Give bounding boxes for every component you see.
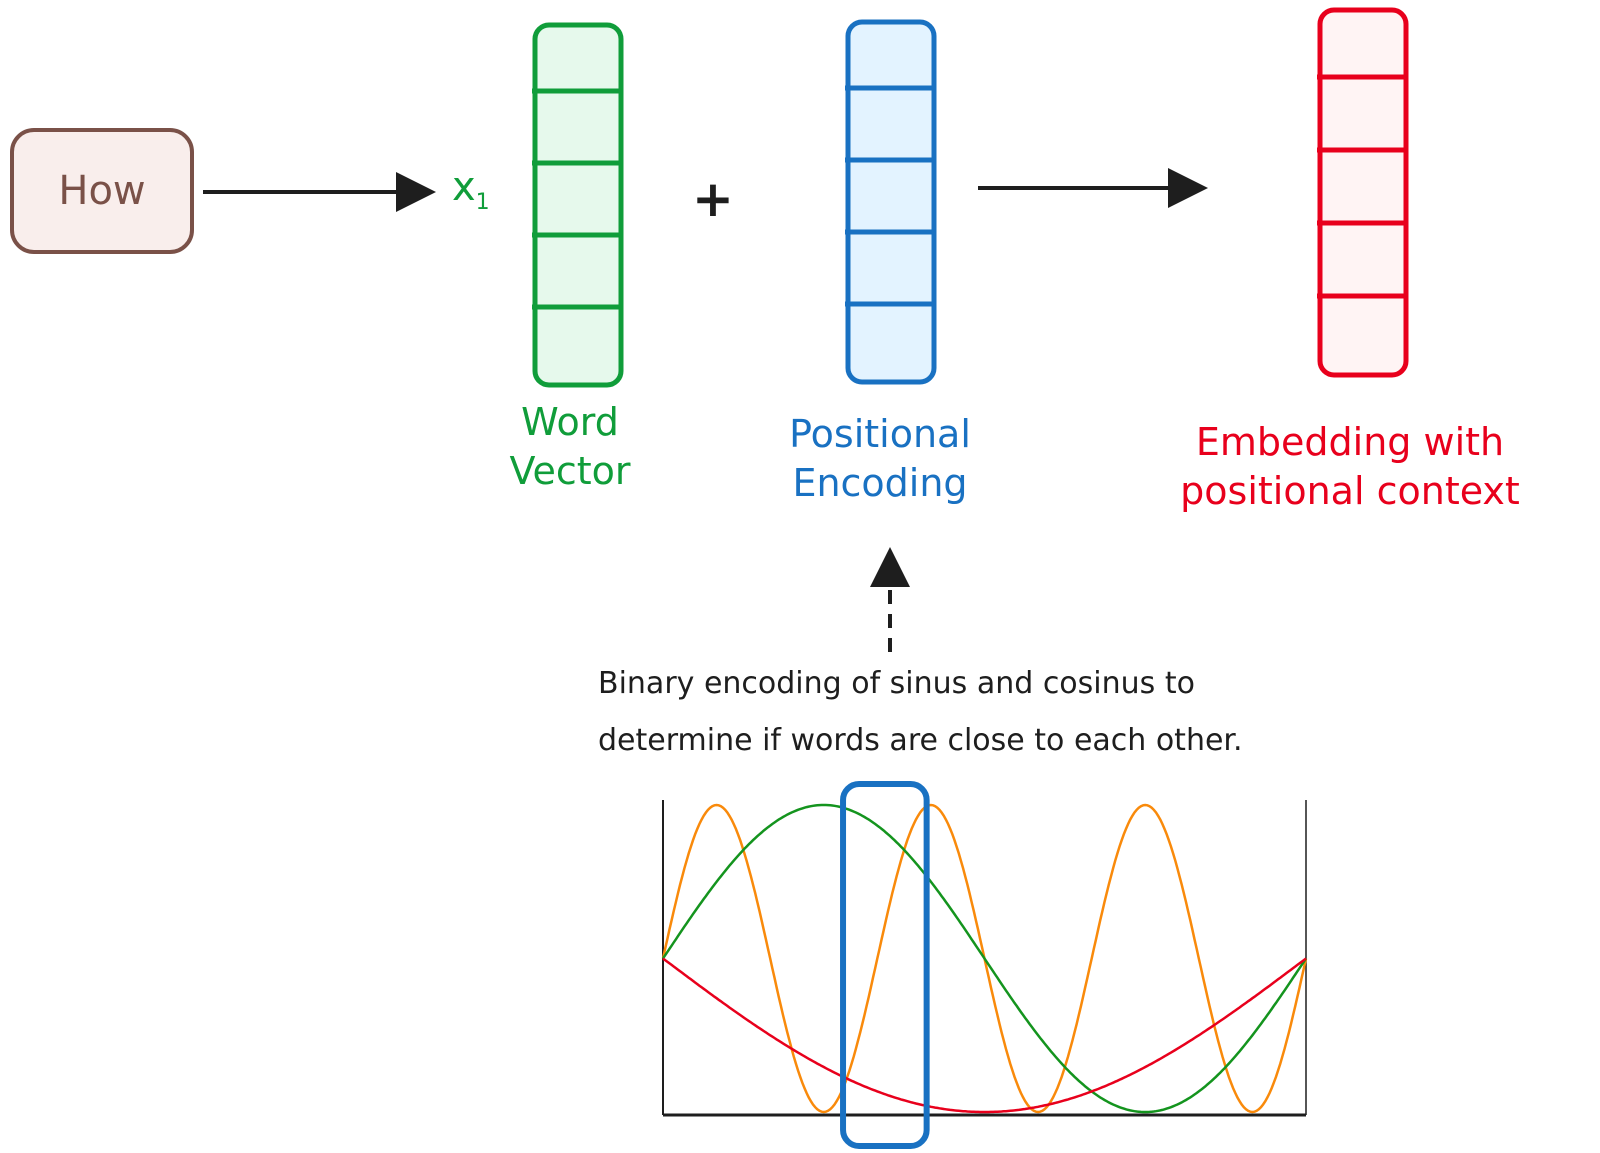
word-vector-label: Word Vector — [470, 398, 670, 497]
word-vector-label-line: Vector — [509, 449, 631, 494]
embedding-label-line: Embedding with — [1195, 420, 1505, 464]
vector-outline — [845, 19, 937, 385]
embedding-vector — [1317, 7, 1409, 378]
vector-outline — [1317, 7, 1409, 378]
embedding-label-line: positional context — [1180, 469, 1520, 514]
series-line-medium-frequency — [661, 803, 1308, 1114]
positional-encoding-label-line: Positional — [789, 412, 971, 456]
word-vector-label-line: Word — [521, 400, 619, 444]
input-symbol-base: x — [452, 164, 476, 210]
series-line-low-frequency — [662, 957, 1307, 1114]
token-box — [10, 128, 194, 254]
plus-operator: + — [692, 170, 734, 228]
input-symbol: x1 — [452, 164, 490, 215]
word-vector — [532, 22, 624, 388]
explanation-note: Binary encoding of sinus and cosinus to … — [598, 655, 1358, 769]
positional-encoding-label-line: Encoding — [792, 461, 968, 506]
vector-outline — [532, 22, 624, 388]
highlight-window — [840, 781, 930, 1149]
input-symbol-subscript: 1 — [475, 190, 490, 215]
embedding-label: Embedding with positional context — [1120, 418, 1580, 517]
note-line: determine if words are close to each oth… — [598, 723, 1243, 758]
token-label: How — [58, 168, 146, 214]
sinusoid-chart — [661, 781, 1308, 1149]
positional-encoding-vector — [845, 19, 937, 385]
positional-encoding-label: Positional Encoding — [740, 410, 1020, 509]
note-line: Binary encoding of sinus and cosinus to — [598, 666, 1195, 701]
